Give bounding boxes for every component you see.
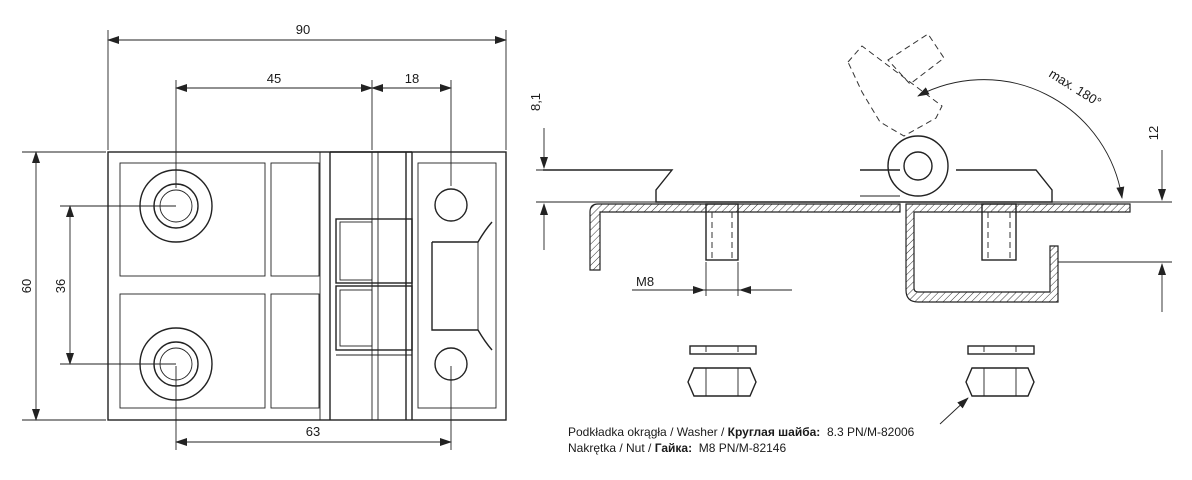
note-leader-arrow	[939, 397, 969, 425]
nut-note: Nakrętka / Nut / Гайка: M8 PN/M-82146	[568, 441, 786, 455]
left-leaf	[119, 152, 331, 420]
washer-spec: 8.3 PN/M-82006	[826, 425, 915, 439]
dim-vertical-spacing-label: 36	[53, 279, 68, 293]
hinge-knuckle	[330, 151, 413, 420]
right-mounting-bracket	[905, 203, 1131, 303]
front-view: 90 45 18 60 36 63	[19, 22, 507, 450]
bolt-left	[705, 203, 739, 261]
rotated-bolt-dashed	[887, 33, 945, 85]
rotation-label: max. 180°	[1046, 66, 1104, 110]
nut-left	[687, 367, 757, 397]
hole-right-top	[434, 188, 468, 222]
hinge-leaf-profile	[543, 169, 1053, 203]
dim-width-label: 90	[296, 22, 310, 37]
nut-label: Nakrętka / Nut /	[568, 441, 652, 455]
dim-knuckle-label: 18	[405, 71, 419, 86]
left-mounting-bracket	[589, 203, 901, 271]
washer-note: Podkładka okrągła / Washer / Круглая шай…	[568, 425, 914, 439]
washer-label: Podkładka okrągła / Washer /	[568, 425, 725, 439]
nut-label-ru: Гайка:	[654, 441, 693, 455]
dim-thickness-label: 8,1	[528, 93, 543, 111]
nut-spec: M8 PN/M-82146	[698, 441, 787, 455]
bolt-right	[981, 203, 1017, 261]
hinge-pin	[887, 135, 949, 197]
rotation-arc	[917, 79, 1125, 199]
washer-label-ru: Круглая шайба:	[727, 425, 821, 439]
dim-offset-label: 12	[1146, 126, 1161, 140]
thread-size-label: M8	[636, 274, 654, 289]
right-leaf	[417, 162, 497, 409]
washer-right	[967, 345, 1035, 355]
dim-hole-spacing-label: 45	[267, 71, 281, 86]
right-leaf-recess	[431, 221, 493, 351]
hinge-body-outline	[107, 151, 507, 421]
washer-left	[689, 345, 757, 355]
dim-bottom-spacing-label: 63	[306, 424, 320, 439]
side-view: M8 8,1 12 max. 180°	[528, 33, 1172, 425]
dim-height-label: 60	[19, 279, 34, 293]
nut-right	[965, 367, 1035, 397]
front-extension-lines	[22, 30, 507, 450]
